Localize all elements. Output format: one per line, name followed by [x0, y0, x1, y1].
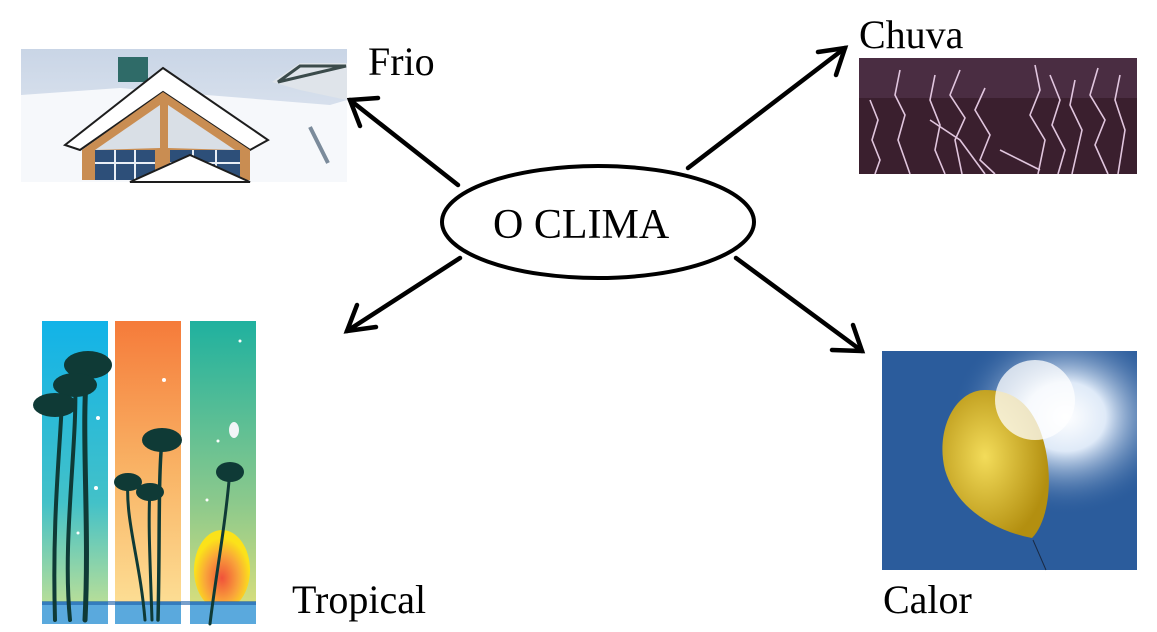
tropical-palm-trees-image	[33, 321, 256, 626]
arrow-calor	[733, 255, 866, 354]
center-ellipse	[440, 164, 756, 280]
lightning-storm-image	[859, 58, 1137, 175]
branch-label-chuva: Chuva	[859, 12, 964, 57]
branch-label-tropical: Tropical	[292, 577, 427, 622]
snow-covered-house-image	[21, 49, 347, 183]
center-label: O CLIMA	[493, 202, 670, 248]
arrow-frio	[346, 95, 461, 188]
arrow-chuva	[685, 45, 849, 171]
yellow-balloon-sun-image	[882, 351, 1137, 571]
branch-label-frio: Frio	[368, 39, 435, 84]
branch-label-calor: Calor	[883, 577, 972, 622]
arrow-tropical	[343, 255, 463, 334]
